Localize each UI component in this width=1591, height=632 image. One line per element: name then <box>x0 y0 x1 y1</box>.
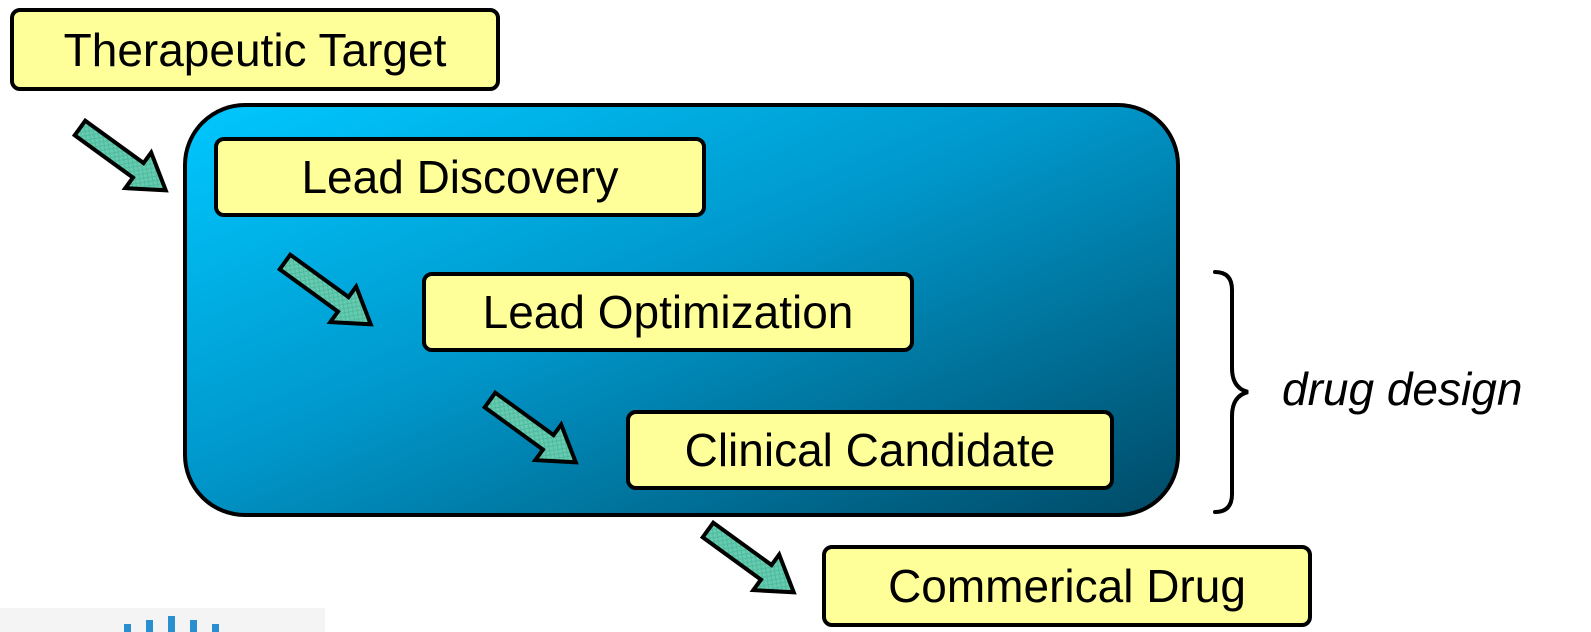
stage-label: Clinical Candidate <box>684 424 1056 476</box>
stage-clinical-candidate: Clinical Candidate <box>626 410 1114 490</box>
arrow-icon <box>276 251 374 327</box>
logo-icon <box>0 608 325 632</box>
drug-design-label: drug design <box>1282 363 1523 415</box>
stage-lead-optimization: Lead Optimization <box>422 272 914 352</box>
stage-label: Commerical Drug <box>888 560 1246 612</box>
stage-therapeutic-target: Therapeutic Target <box>10 8 500 91</box>
brace-icon <box>1213 270 1249 514</box>
stage-commercial-drug: Commerical Drug <box>822 545 1312 627</box>
stage-lead-discovery: Lead Discovery <box>214 137 706 217</box>
stage-label: Lead Discovery <box>301 151 619 203</box>
arrow-icon <box>71 117 169 193</box>
arrow-icon <box>699 519 797 595</box>
arrow-icon <box>481 389 579 465</box>
stage-label: Lead Optimization <box>482 286 854 338</box>
stage-label: Therapeutic Target <box>63 23 447 76</box>
